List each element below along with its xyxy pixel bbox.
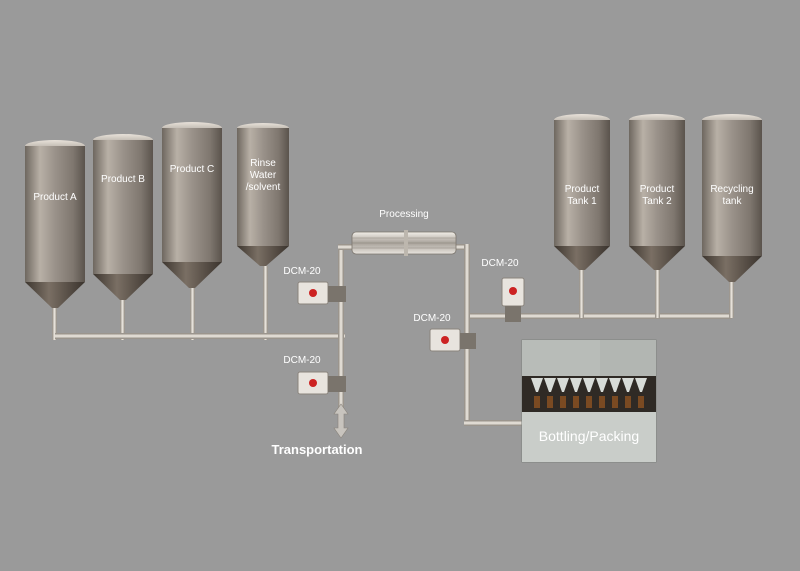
flow-meter-1 (297, 281, 346, 305)
bottling-machine (521, 339, 657, 463)
label-product-tank-1-line1: Product (564, 184, 600, 195)
flow-meter-2 (297, 371, 346, 395)
label-dcm-2: DCM-20 (283, 355, 321, 366)
label-product-c: Product C (169, 164, 215, 175)
label-product-tank-2-line2: Tank 2 (642, 196, 672, 207)
label-product-tank-1-line2: Tank 1 (567, 196, 597, 207)
flow-meter-4 (501, 277, 525, 322)
label-rinse-line1: Rinse (250, 158, 276, 169)
tank-product-tank-2 (629, 114, 685, 270)
label-dcm-4: DCM-20 (481, 258, 519, 269)
label-processing: Processing (379, 209, 429, 220)
label-bottling-packing: Bottling/Packing (538, 428, 640, 444)
tank-recycling (702, 114, 762, 282)
tank-product-tank-1 (554, 114, 610, 270)
processing-unit (351, 230, 457, 256)
tank-product-b (93, 134, 153, 300)
label-dcm-3: DCM-20 (413, 313, 451, 324)
label-product-b: Product B (101, 174, 145, 185)
tank-rinse-water (237, 123, 289, 266)
label-rinse-line3: /solvent (245, 182, 281, 193)
tank-product-c (162, 122, 222, 288)
tank-product-a (25, 140, 85, 308)
flow-meter-3 (429, 328, 476, 352)
bottles (531, 378, 647, 408)
left-manifold-pipes (52, 244, 360, 408)
label-recycling-line1: Recycling (710, 184, 754, 195)
label-transportation: Transportation (271, 442, 363, 457)
label-product-a: Product A (33, 192, 77, 203)
label-dcm-1: DCM-20 (283, 266, 321, 277)
label-rinse-line2: Water (249, 170, 277, 181)
transport-arrow (333, 403, 349, 439)
label-recycling-line2: tank (722, 196, 742, 207)
label-product-tank-2-line1: Product (639, 184, 675, 195)
